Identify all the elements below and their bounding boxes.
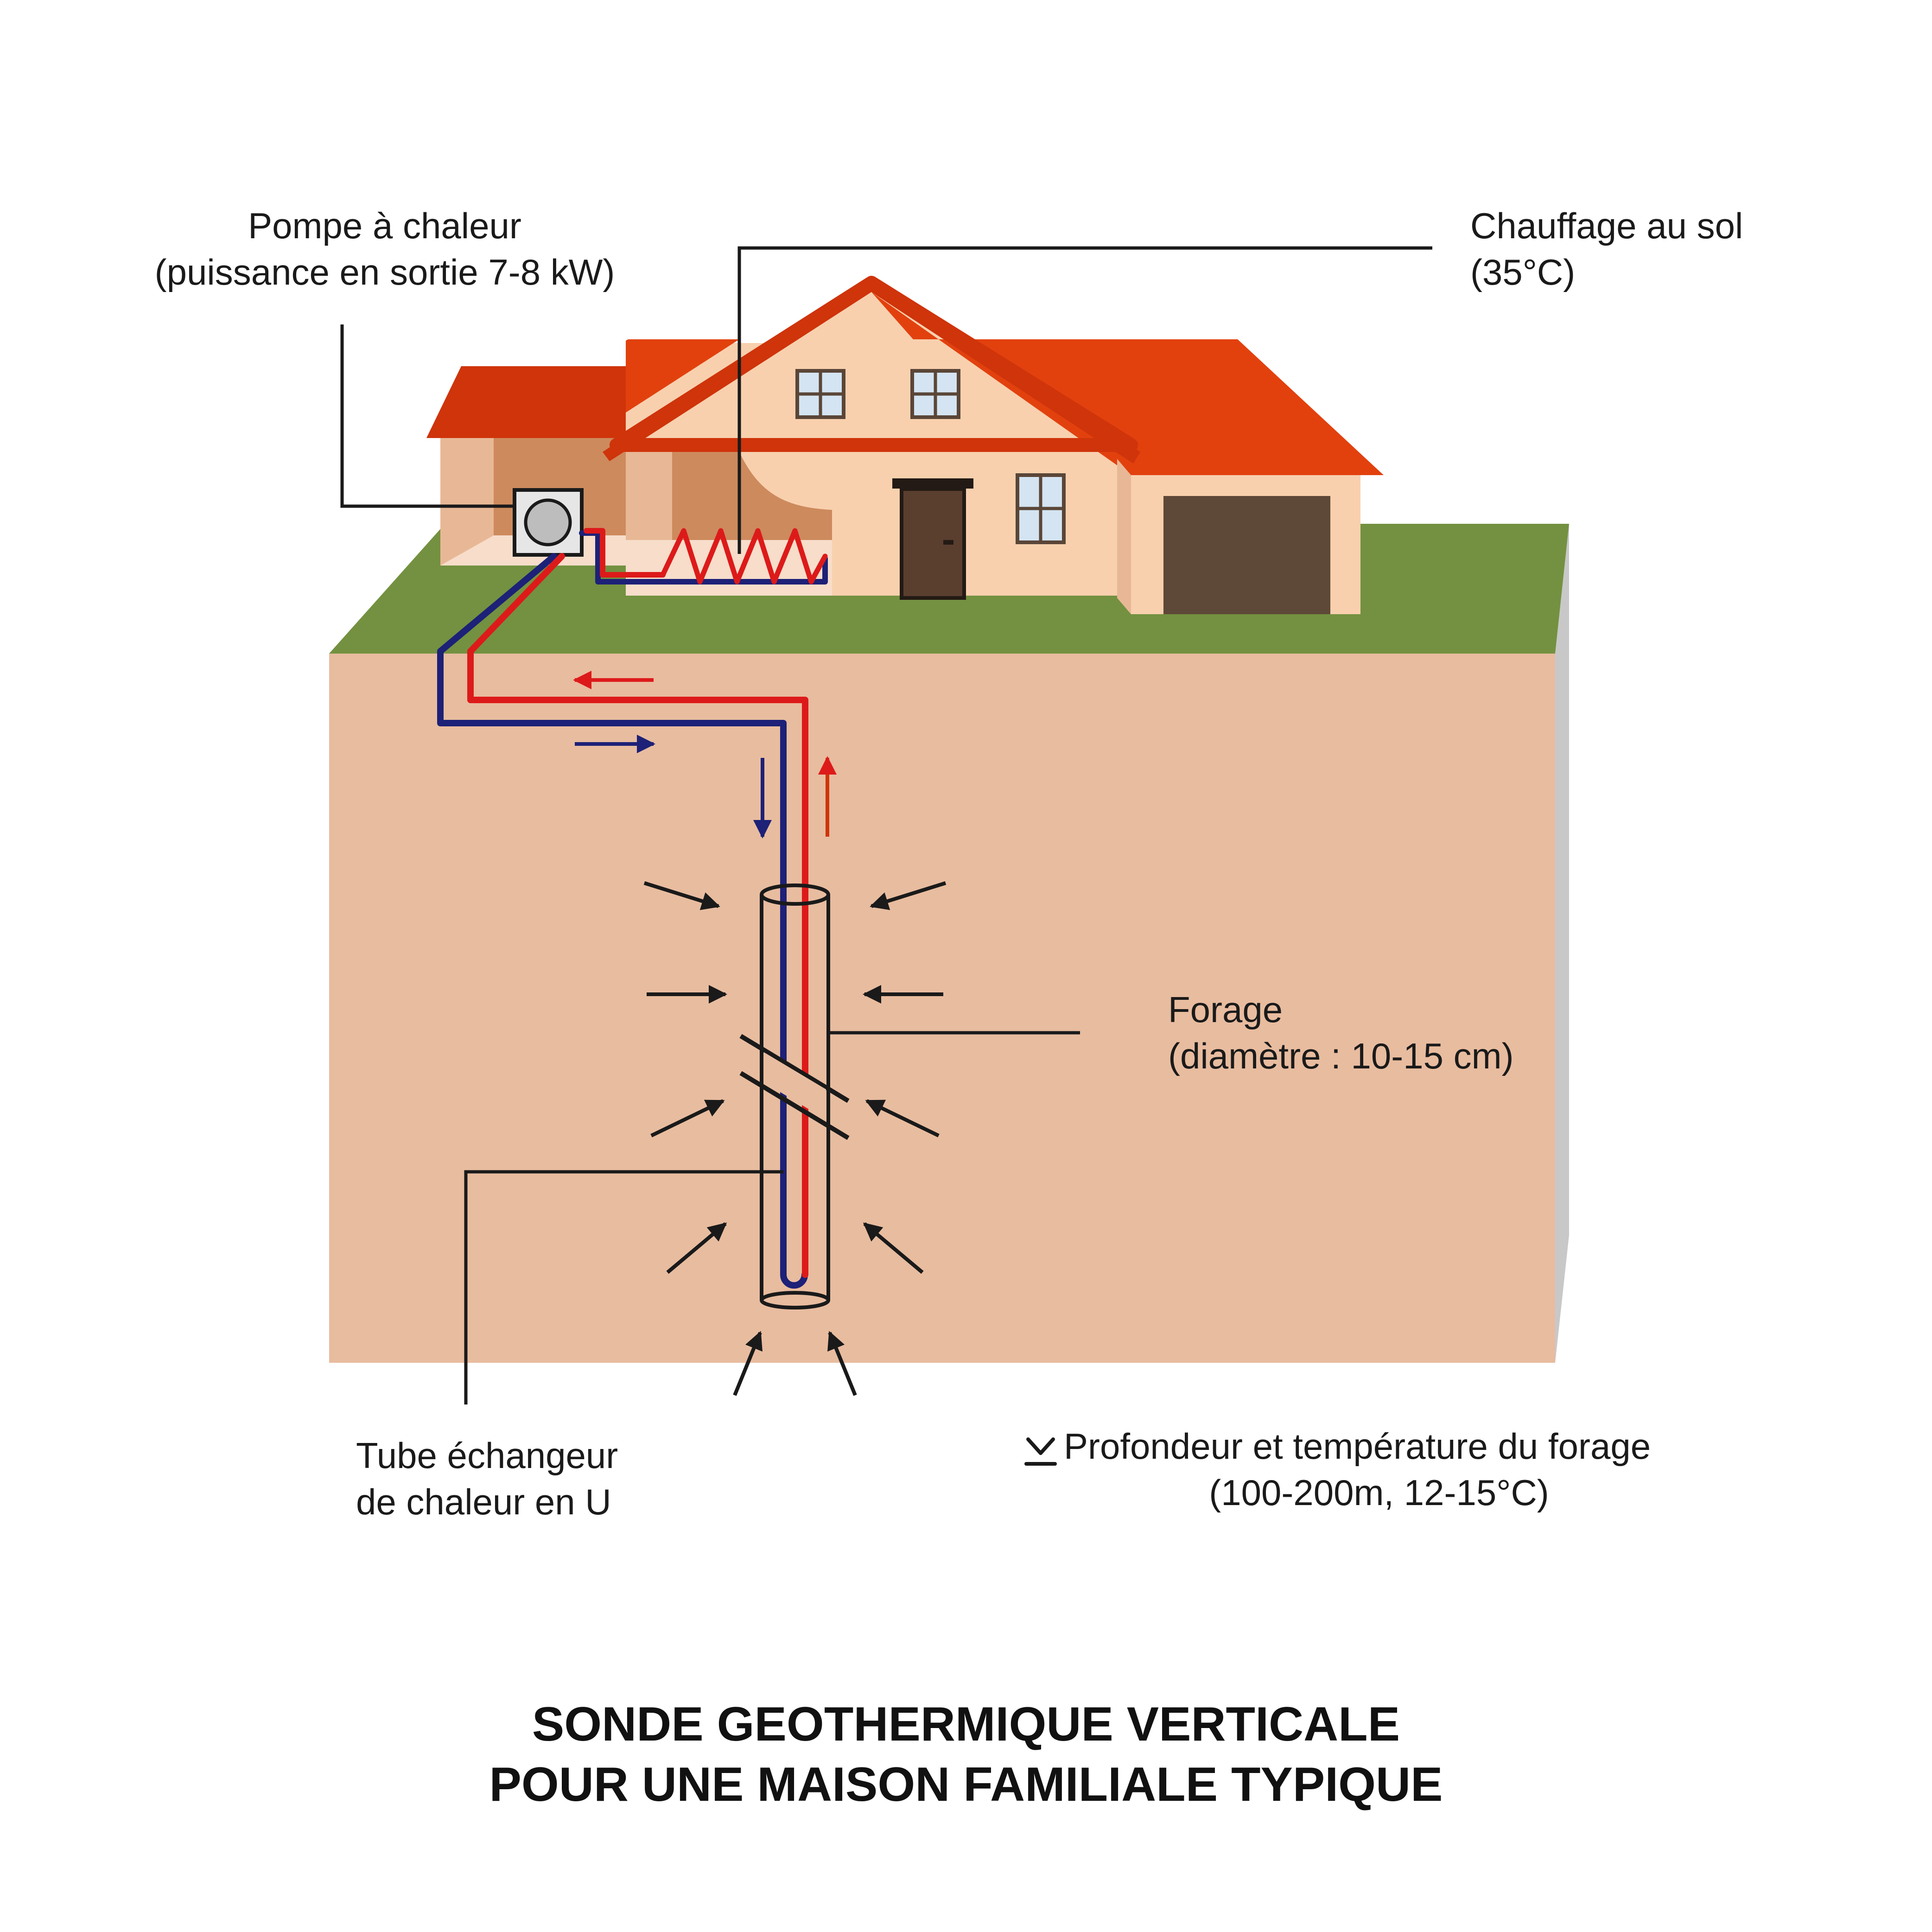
- porch-arch: [739, 452, 832, 510]
- ground-loop: [437, 553, 808, 1289]
- window-lower: [1016, 473, 1066, 544]
- borehole: [739, 883, 850, 1309]
- ground-heat-arrows: [643, 881, 947, 1396]
- leader-tube: [464, 1170, 783, 1405]
- heat-pump-unit: [513, 488, 584, 557]
- pump-label-line1: Pompe à chaleur: [248, 205, 521, 246]
- tube-label-line2: de chaleur en U: [356, 1481, 611, 1522]
- flow-arrows: [573, 671, 837, 839]
- borehole-break-gap: [764, 1052, 826, 1119]
- door-handle: [943, 540, 953, 545]
- pump-label: Pompe à chaleur (puissance en sortie 7-8…: [139, 203, 630, 295]
- gable: [619, 290, 1131, 450]
- pump-label-line2: (puissance en sortie 7-8 kW): [154, 252, 615, 292]
- main-roof-left: [626, 339, 739, 413]
- soil-front: [329, 654, 1555, 1363]
- diagram-title: SONDE GEOTHERMIQUE VERTICALE POUR UNE MA…: [0, 1694, 1932, 1815]
- garage-door: [1163, 496, 1330, 614]
- leader-pump: [340, 324, 515, 508]
- depth-label-line2: (100-200m, 12-15°C): [1209, 1472, 1549, 1513]
- forage-label-line1: Forage: [1168, 989, 1283, 1030]
- forage-label-line2: (diamètre : 10-15 cm): [1168, 1036, 1514, 1076]
- down-arrow-underline-icon: [1024, 1437, 1057, 1466]
- depth-label: Profondeur et température du forage (100…: [1064, 1423, 1694, 1516]
- window-upper-right: [910, 369, 960, 419]
- floor-heating-label-line2: (35°C): [1470, 252, 1576, 292]
- forage-label: Forage (diamètre : 10-15 cm): [1168, 986, 1514, 1079]
- leader-floor-heating: [737, 246, 1432, 554]
- annex-roof: [426, 366, 630, 438]
- ridge-cap: [610, 276, 1138, 452]
- tube-label: Tube échangeur de chaleur en U: [356, 1432, 618, 1525]
- floor-heating-coil: [579, 528, 828, 585]
- ground-block: [329, 524, 1569, 1363]
- title-line1: SONDE GEOTHERMIQUE VERTICALE: [532, 1697, 1400, 1751]
- door: [900, 487, 966, 600]
- main-roof-right: [871, 292, 1384, 475]
- cold-pipe: [437, 553, 808, 1289]
- garage-wall-side: [1117, 459, 1131, 614]
- floor-heating-label: Chauffage au sol (35°C): [1470, 203, 1743, 295]
- window-upper-left: [795, 369, 845, 419]
- leader-lines: [340, 246, 1432, 1405]
- depth-label-line1: Profondeur et température du forage: [1064, 1426, 1651, 1467]
- soil-side: [1555, 524, 1569, 1363]
- title-line2: POUR UNE MAISON FAMILIALE TYPIQUE: [489, 1758, 1443, 1811]
- floor-heating-label-line1: Chauffage au sol: [1470, 205, 1743, 246]
- hot-pipe: [467, 553, 808, 1278]
- tube-label-line1: Tube échangeur: [356, 1435, 618, 1476]
- door-canopy: [892, 478, 973, 489]
- house: [426, 276, 1384, 614]
